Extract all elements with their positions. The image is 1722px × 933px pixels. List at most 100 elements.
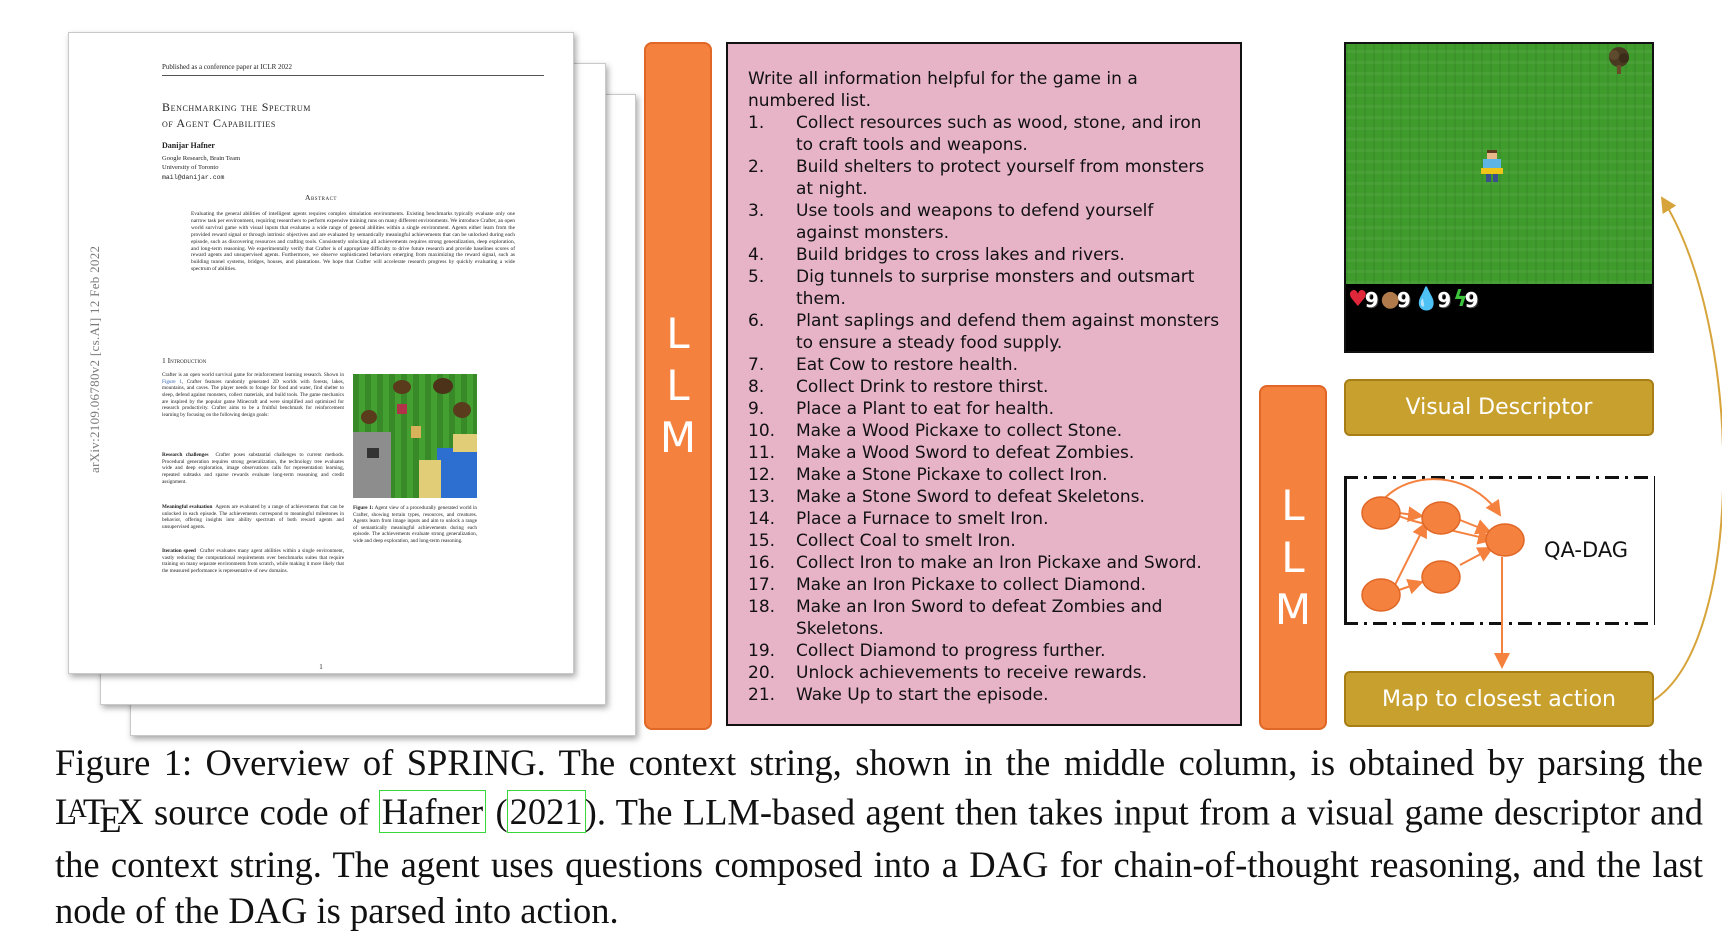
visual-descriptor-box: Visual Descriptor <box>1344 379 1654 436</box>
llm-bar-reasoning: L L M <box>1259 385 1327 730</box>
context-list-item: 14.Place a Furnace to smelt Iron. <box>748 508 1220 530</box>
paper-header: Published as a conference paper at ICLR … <box>162 63 544 76</box>
llm-letter: L <box>666 309 690 358</box>
context-list-item: 2. Build shelters to protect yourself fro… <box>748 156 1220 200</box>
llm-bar-context: L L M <box>644 42 712 730</box>
heart-icon: ♥ <box>1348 287 1368 312</box>
context-item-text: Make an Iron Pickaxe to collect Diamond. <box>796 575 1147 595</box>
figure-caption: Figure 1: Overview of SPRING. The contex… <box>55 740 1703 933</box>
dag-edge <box>1459 519 1492 535</box>
context-item-text: Wake Up to start the episode. <box>796 685 1049 705</box>
context-list-item: 3.Use tools and weapons to defend yourse… <box>748 200 1220 244</box>
dag-edge <box>1459 547 1494 566</box>
context-item-text: Collect resources such as wood, stone, a… <box>796 113 1202 155</box>
paper-title-line1: Benchmarking the Spectrum <box>162 100 312 114</box>
context-item-text: Eat Cow to restore health. <box>796 355 1018 375</box>
energy-bolt-icon: ϟ <box>1453 287 1468 312</box>
context-list-item: 1. Collect resources such as wood, stone,… <box>748 112 1220 156</box>
context-list-item: 17. Make an Iron Pickaxe to collect Diamo… <box>748 574 1220 596</box>
context-item-number: 1. <box>748 113 765 133</box>
dag-node <box>1421 560 1461 594</box>
paper-email: mail@danijar.com <box>162 174 225 181</box>
dag-edge <box>1398 579 1424 595</box>
stat-heart: ♥9 <box>1348 288 1379 312</box>
iteration-speed-heading: Iteration speed <box>162 548 196 554</box>
context-item-number: 20. <box>748 663 776 683</box>
context-list-item: 9.Place a Plant to eat for health. <box>748 398 1220 420</box>
map-to-action-box: Map to closest action <box>1344 671 1654 727</box>
context-list-item: 12.Make a Stone Pickaxe to collect Iron. <box>748 464 1220 486</box>
caption-text-2: source code of <box>143 790 380 832</box>
context-list-item: 4. Build bridges to cross lakes and river… <box>748 244 1220 266</box>
context-item-number: 2. <box>748 157 765 177</box>
tree-icon <box>1609 47 1629 74</box>
context-item-text: Collect Drink to restore thirst. <box>796 377 1049 397</box>
context-string-box: Write all information helpful for the ga… <box>726 42 1242 726</box>
dag-edge <box>1382 478 1502 517</box>
intro-paragraph: Crafter is an open world survival game f… <box>162 372 344 419</box>
context-item-number: 4. <box>748 245 765 265</box>
context-item-text: Place a Plant to eat for health. <box>796 399 1055 419</box>
water-drop-icon: 💧 <box>1412 287 1441 312</box>
figure-link[interactable]: Figure 1 <box>162 378 182 385</box>
context-list-item: 19.Collect Diamond to progress further. <box>748 640 1220 662</box>
context-item-number: 16. <box>748 553 776 573</box>
caption-text-3: ). The LLM-based agent then takes input … <box>55 790 1704 931</box>
context-list-item: 8. Collect Drink to restore thirst. <box>748 376 1220 398</box>
dag-edge <box>1398 506 1424 523</box>
dag-node <box>1361 496 1401 530</box>
stat-value: 9 <box>1396 288 1411 312</box>
paper-figure-caption-head: Figure 1: <box>353 505 374 511</box>
context-item-number: 13. <box>748 487 776 507</box>
context-list-item: 20. Unlock achievements to receive reward… <box>748 662 1220 684</box>
meaningful-evaluation-heading: Meaningful evaluation <box>162 504 213 510</box>
research-challenges-heading: Research challenges <box>162 452 209 458</box>
context-item-number: 10. <box>748 421 776 441</box>
context-item-text: Make an Iron Sword to defeat Zombies and… <box>796 597 1163 639</box>
paper-figure-caption-text: Agent view of a procedurally generated w… <box>353 505 477 544</box>
context-item-text: Build shelters to protect yourself from … <box>796 157 1205 199</box>
intro-text-b: , Crafter features randomly generated 2D… <box>162 378 344 418</box>
context-item-text: Dig tunnels to surprise monsters and out… <box>796 267 1195 309</box>
context-item-number: 12. <box>748 465 776 485</box>
context-item-text: Use tools and weapons to defend yourself… <box>796 201 1154 243</box>
paper-affiliation-line2: University of Toronto <box>162 164 219 171</box>
context-item-text: Unlock achievements to receive rewards. <box>796 663 1148 683</box>
context-item-text: Collect Iron to make an Iron Pickaxe and… <box>796 553 1202 573</box>
context-item-number: 8. <box>748 377 765 397</box>
context-item-number: 17. <box>748 575 776 595</box>
page-number: 1 <box>319 663 323 671</box>
citation-author-link[interactable]: Hafner <box>378 789 487 833</box>
context-list-item: 21. Wake Up to start the episode. <box>748 684 1220 706</box>
context-list-item: 15.Collect Coal to smelt Iron. <box>748 530 1220 552</box>
paper-title: Benchmarking the Spectrum of Agent Capab… <box>162 99 311 131</box>
abstract-text: Evaluating the general abilities of inte… <box>191 211 515 273</box>
latex-logo: LATEX <box>55 790 144 840</box>
context-list-item: 18.Make an Iron Sword to defeat Zombies … <box>748 596 1220 640</box>
context-item-number: 11. <box>748 443 776 463</box>
dag-node <box>1485 523 1525 557</box>
dag-nodes <box>1361 496 1525 612</box>
food-icon: ● <box>1380 287 1400 312</box>
paper-page-front: Published as a conference paper at ICLR … <box>68 32 574 674</box>
caption-paren: ( <box>485 790 508 832</box>
context-item-number: 5. <box>748 267 765 287</box>
iteration-speed-paragraph: Iteration speed Crafter evaluates many a… <box>162 548 344 575</box>
stat-food: ●9 <box>1381 288 1411 312</box>
paper-title-line2: of Agent Capabilities <box>162 116 276 130</box>
context-list-item: 7.Eat Cow to restore health. <box>748 354 1220 376</box>
research-challenges-paragraph: Research challenges Crafter poses substa… <box>162 452 344 485</box>
dag-edge <box>1394 521 1427 586</box>
citation-year-link[interactable]: 2021 <box>506 789 586 833</box>
abstract-heading: Abstract <box>305 193 337 202</box>
iteration-speed-text: Crafter evaluates many agent abilities w… <box>162 548 344 574</box>
llm-letter: M <box>1274 584 1312 634</box>
context-item-number: 21. <box>748 685 776 705</box>
context-item-text: Build bridges to cross lakes and rivers. <box>796 245 1125 265</box>
qa-dag-label: QA-DAG <box>1544 538 1629 562</box>
player-avatar <box>1481 150 1503 182</box>
context-item-number: 15. <box>748 531 776 551</box>
